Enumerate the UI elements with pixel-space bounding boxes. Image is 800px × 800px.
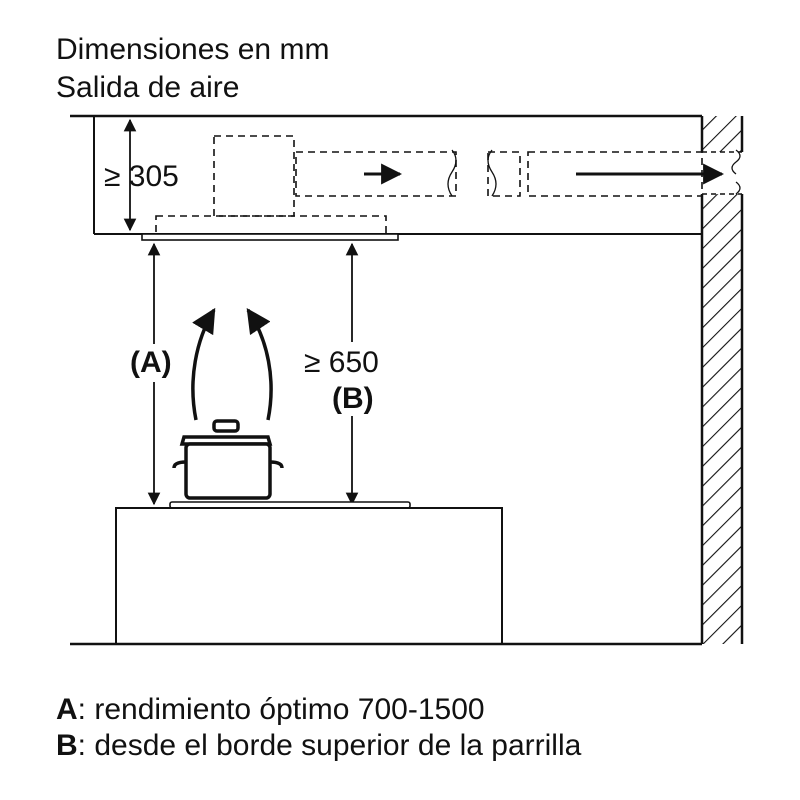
legend-b-text: : desde el borde superior de la parrilla <box>77 729 582 762</box>
diagram-title: Dimensiones en mm <box>56 33 330 66</box>
steam-arrow-icon <box>191 307 216 421</box>
legend-b-key: B <box>56 729 78 762</box>
dist-b-value: ≥ 650 <box>304 346 379 379</box>
hood-unit <box>155 135 703 235</box>
hood-motor-box <box>213 135 295 217</box>
legend-a-key: A <box>56 693 78 726</box>
legend-b: B: desde el borde superior de la parrill… <box>56 728 581 764</box>
steam-arrow-icon <box>246 307 273 421</box>
duct-segment-2 <box>487 151 521 197</box>
counter <box>115 507 503 645</box>
hood-panel <box>141 233 399 241</box>
hood-body <box>155 215 387 235</box>
legend-a-text: : rendimiento óptimo 700-1500 <box>77 693 485 726</box>
legend-a: A: rendimiento óptimo 700-1500 <box>56 692 485 728</box>
wall <box>700 116 750 644</box>
hood-height-label: ≥ 305 <box>104 160 179 193</box>
wall-hatch <box>702 116 742 644</box>
duct-segment-1 <box>295 151 457 197</box>
dist-b-label: (B) <box>332 382 374 415</box>
dist-a-label: (A) <box>130 346 172 379</box>
pot-icon <box>172 419 284 500</box>
diagram-subtitle: Salida de aire <box>56 71 240 104</box>
